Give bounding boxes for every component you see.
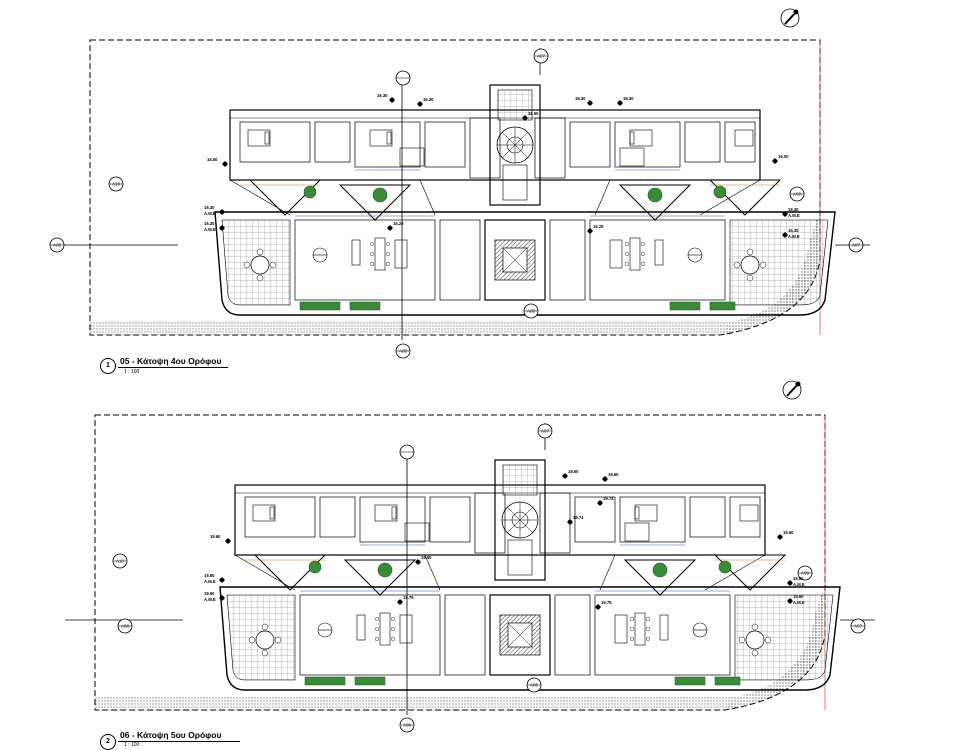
section-tag: A07 bbox=[537, 54, 546, 59]
level-value: 19.60 bbox=[204, 573, 215, 578]
level-value: 16.30 bbox=[623, 96, 634, 101]
level-value: 16.30 bbox=[423, 97, 434, 102]
level-value: 19.60 bbox=[793, 576, 804, 581]
section-tag: A07 bbox=[854, 624, 863, 629]
level-tag: Α.Μ.Ε bbox=[204, 211, 216, 216]
section-tag: A06 bbox=[530, 683, 539, 688]
north-arrow-icon bbox=[782, 380, 802, 400]
section-tag: A08 bbox=[53, 243, 62, 248]
section-tag: A07 bbox=[852, 243, 861, 248]
view-title: 05 - Κάτοψη 4ου Ορόφου bbox=[120, 356, 222, 366]
section-marker-top-cut bbox=[395, 70, 411, 86]
level-tag: Α.Μ.Ε bbox=[204, 597, 216, 602]
north-arrow-icon bbox=[780, 8, 800, 28]
section-tag: A06 bbox=[527, 309, 536, 314]
section-tag: A10 bbox=[116, 559, 125, 564]
level-tag: Α.Μ.Ε bbox=[788, 213, 800, 218]
section-tag: A10 bbox=[112, 182, 121, 187]
level-value: 16.29 bbox=[593, 224, 604, 229]
level-value: 16.30 bbox=[204, 221, 215, 226]
level-value: 16.50 bbox=[528, 111, 539, 116]
level-tag: Α.Μ.Ε bbox=[204, 579, 216, 584]
level-value: 19.79 bbox=[601, 600, 612, 605]
view-scale: 1 : 100 bbox=[124, 742, 140, 748]
level-value: 16.30 bbox=[377, 93, 388, 98]
title-underline bbox=[118, 367, 228, 368]
level-value: 19.60 bbox=[210, 534, 221, 539]
section-tag: A06 bbox=[399, 349, 408, 354]
view-scale: 1 : 100 bbox=[124, 369, 140, 375]
level-value: 19.60 bbox=[204, 591, 215, 596]
section-tag: A07 bbox=[541, 429, 550, 434]
view-number: 1 bbox=[100, 358, 116, 374]
level-tag: Α.Μ.Ε bbox=[204, 227, 216, 232]
title-underline bbox=[118, 741, 240, 742]
level-tag: Α.Μ.Ε bbox=[793, 600, 805, 605]
section-tag: A09 bbox=[793, 192, 802, 197]
level-value: 16.30 bbox=[204, 205, 215, 210]
level-value: 19.79 bbox=[403, 595, 414, 600]
level-value: 19.74 bbox=[603, 496, 614, 501]
section-tag: A06 bbox=[403, 723, 412, 728]
level-value: 16.30 bbox=[788, 228, 799, 233]
view-title: 06 - Κάτοψη 5ου Ορόφου bbox=[120, 730, 222, 740]
section-tag: A08 bbox=[121, 624, 130, 629]
section-tag: A09 bbox=[801, 571, 810, 576]
level-value: 19.74 bbox=[573, 515, 584, 520]
section-marker-top-cut bbox=[399, 444, 415, 460]
level-value: 19.60 bbox=[568, 469, 579, 474]
level-value: 16.30 bbox=[788, 207, 799, 212]
view-number: 2 bbox=[100, 734, 116, 750]
level-value: 16.00 bbox=[778, 154, 789, 159]
level-value: 19.60 bbox=[793, 594, 804, 599]
plan-view-1 bbox=[59, 39, 871, 341]
level-value: 16.30 bbox=[575, 96, 586, 101]
level-value: 16.29 bbox=[393, 221, 404, 226]
level-value: 19.60 bbox=[421, 555, 432, 560]
level-value: 19.60 bbox=[608, 472, 619, 477]
plan-view-2 bbox=[64, 414, 876, 716]
level-value: 19.60 bbox=[783, 530, 794, 535]
level-tag: Α.Μ.Ε bbox=[793, 582, 805, 587]
level-value: 16.00 bbox=[207, 157, 218, 162]
level-tag: Α.Μ.Ε bbox=[788, 234, 800, 239]
